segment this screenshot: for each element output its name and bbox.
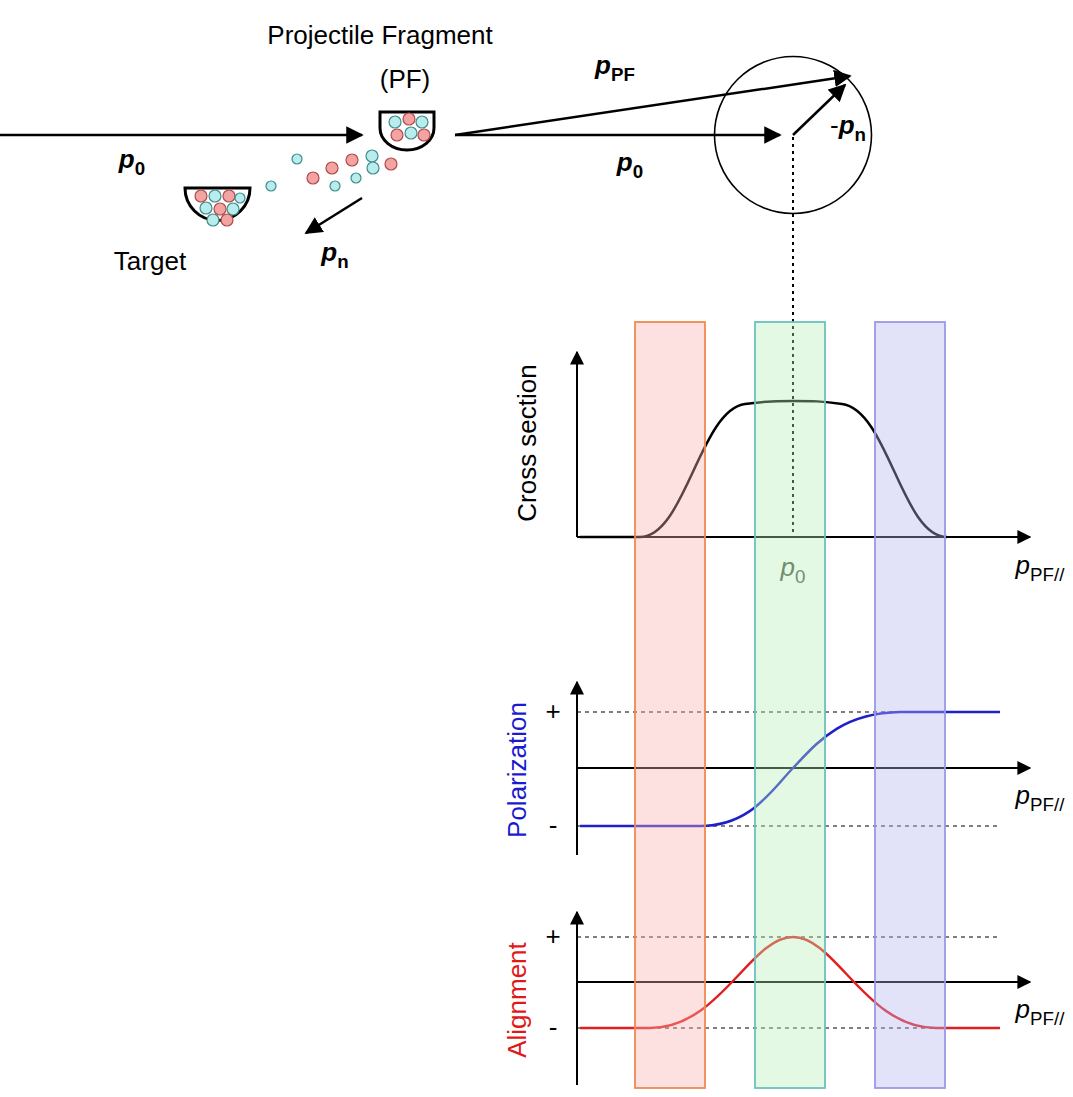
momentum-label: pPF	[595, 51, 635, 85]
momentum-label: pn	[321, 238, 348, 272]
axis-title: pPF//	[1016, 995, 1065, 1029]
axis-title: Alignment	[503, 942, 533, 1058]
momentum-sphere: -pn	[713, 55, 873, 215]
axis-title: pPF//	[1016, 781, 1065, 815]
axis-tick: -	[549, 811, 558, 841]
axis-title: Polarization	[503, 702, 533, 838]
caption-text: Projectile Fragment	[267, 21, 492, 51]
momentum-label: p0	[119, 145, 145, 179]
axis-tick: p0	[781, 553, 806, 587]
axis-title: pPF//	[1016, 551, 1065, 585]
caption-text: (PF)	[380, 65, 431, 95]
momentum-label: p0	[617, 148, 643, 182]
momentum-label: -pn	[830, 111, 866, 145]
axis-tick: +	[545, 697, 560, 727]
axis-tick: +	[545, 922, 560, 952]
part-name: Target	[114, 247, 186, 277]
axis-title: Cross section	[513, 364, 543, 522]
axis-tick: -	[549, 1013, 558, 1043]
